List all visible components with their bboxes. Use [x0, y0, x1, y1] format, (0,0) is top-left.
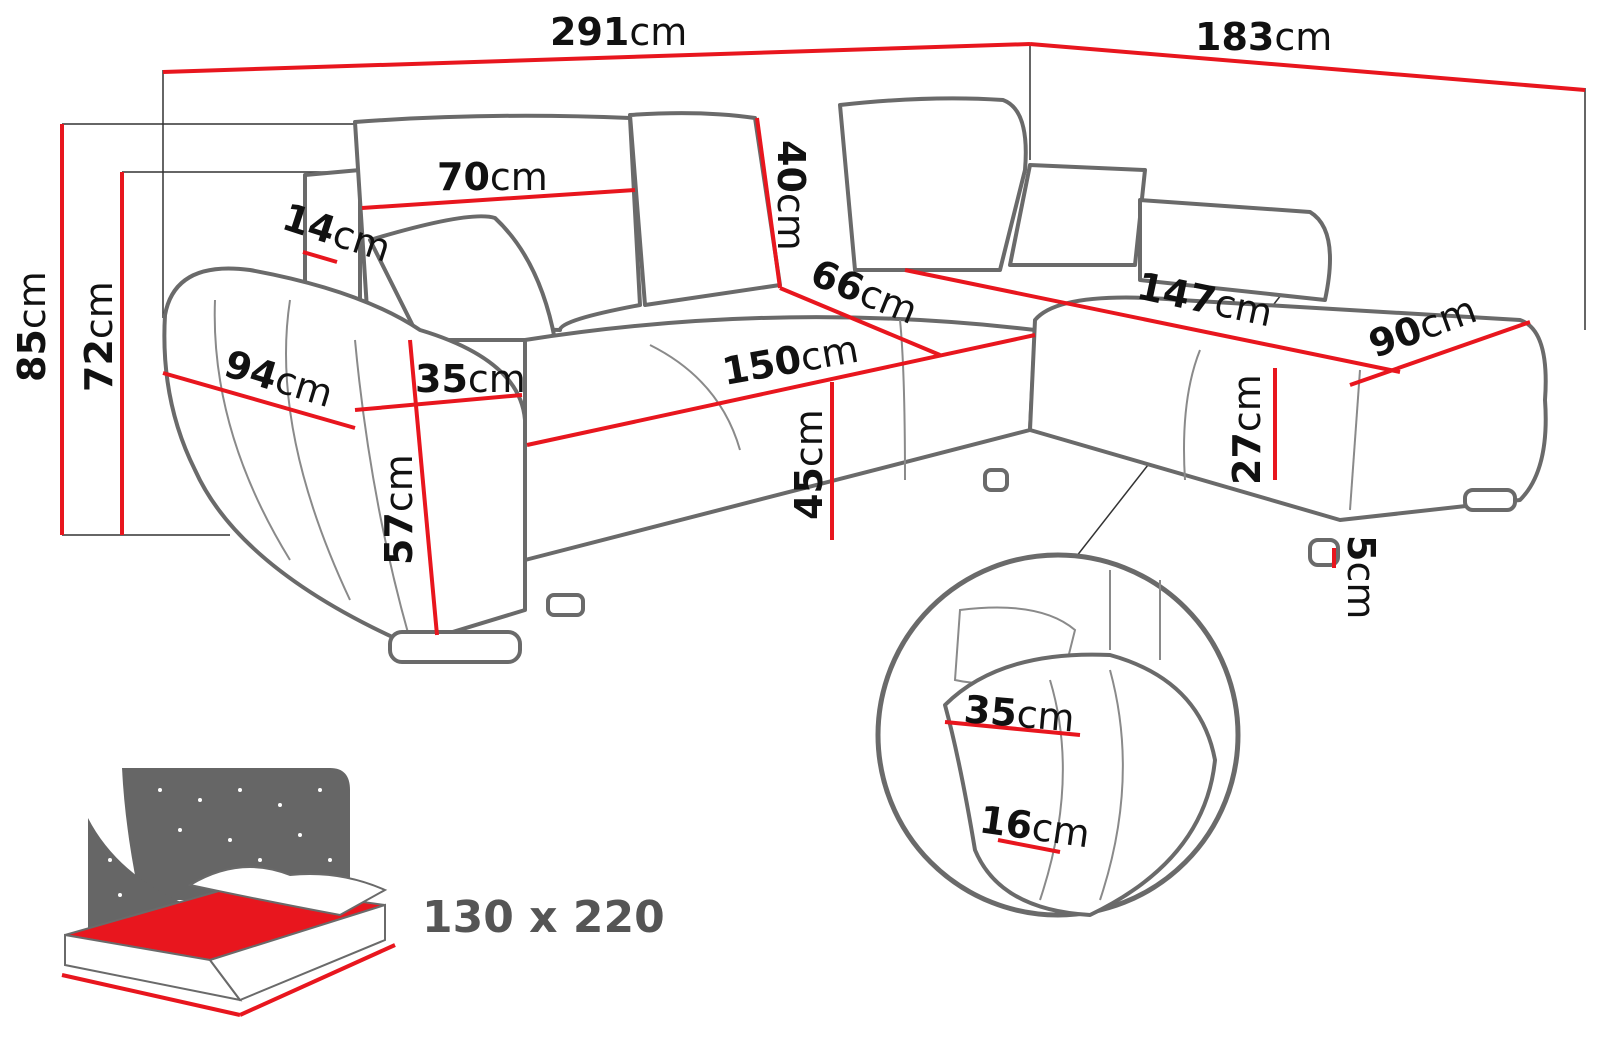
sofa-drawing [162, 96, 1548, 664]
label-inset-armrest-width: 35cm [962, 687, 1076, 740]
armrest-detail-inset [875, 552, 1241, 918]
label-back-cushion-width: 70cm [437, 155, 548, 199]
label-total-height: 85cm [10, 271, 54, 382]
label-back-cushion-height: 40cm [769, 140, 813, 251]
label-total-width: 291cm [550, 10, 687, 54]
dimension-lines [60, 42, 1586, 636]
bed-size-label: 130 x 220 [422, 892, 665, 943]
label-armrest-width: 35cm [415, 357, 526, 401]
label-total-depth: 94cm [219, 342, 338, 416]
bed-icon [61, 768, 396, 1017]
label-armrest-top: 14cm [277, 195, 396, 271]
label-armrest-height: 57cm [377, 454, 421, 565]
label-chaise-height: 27cm [1225, 374, 1269, 485]
label-leg-height: 5cm [1339, 535, 1383, 619]
label-inset-armrest-side: 16cm [977, 797, 1093, 856]
dimension-labels: 291cm 183cm 70cm 40cm 14cm 66cm 147cm 90… [10, 10, 1482, 856]
label-seat-height: 45cm [787, 409, 831, 520]
label-back-height: 72cm [77, 281, 121, 392]
label-side-depth: 183cm [1195, 15, 1332, 59]
